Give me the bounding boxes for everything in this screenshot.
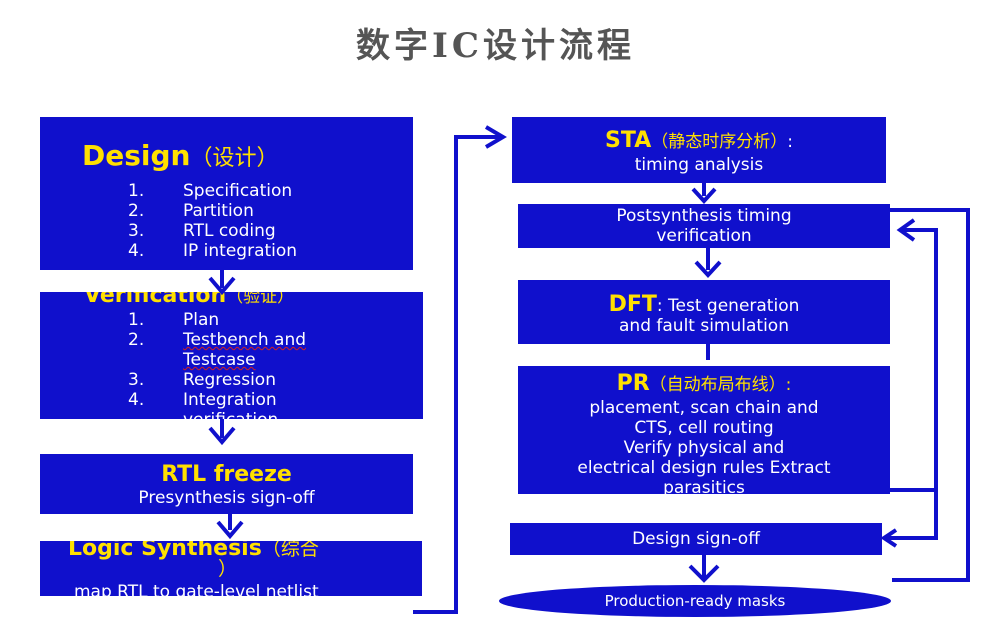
dft-text-1: : Test generation [656,296,800,316]
logic-synthesis-heading: Logic Synthesis [68,541,262,561]
arrow-rtl-to-synthesis-head [216,520,244,540]
loop-signoff [886,490,938,540]
arrow-post-to-dft-head [694,260,722,278]
page-title: 数字IC设计流程 [356,26,635,66]
rtl-freeze-text: Presynthesis sign-off [138,488,315,508]
list-item: Testcase [183,350,256,370]
design-heading-cn: （设计） [190,146,279,171]
loop-pr-to-post-head [896,218,916,242]
postsynthesis-line-1: Postsynthesis timing [616,206,792,226]
pr-heading-cn: （自动布局布线）: [649,375,792,395]
list-item: 4.Integration [128,390,277,410]
arrow-synthesis-to-sta-head [484,125,507,149]
production-masks-ellipse: Production-ready masks [499,585,891,617]
pr-line: Verify physical and [623,438,785,458]
arrow-verification-to-rtl-head [208,426,236,446]
list-item: 3.RTL coding [128,221,276,241]
list-item: 1.Specification [128,181,293,201]
arrow-signoff-to-masks-head [688,564,720,583]
loop-pr-to-post [890,228,938,492]
production-masks-text: Production-ready masks [604,592,786,610]
pr-box: PR（自动布局布线）: placement, scan chain and CT… [518,366,890,494]
sta-heading: STA [605,128,652,153]
verification-heading-cn: （验证） [226,292,295,307]
arrow-design-to-verification-head [208,276,236,296]
rtl-freeze-box: RTL freeze Presynthesis sign-off [40,454,413,514]
dft-box: DFT: Test generation and fault simulatio… [518,280,890,344]
logic-synthesis-close: ） [218,558,238,580]
rtl-freeze-heading: RTL freeze [161,462,292,487]
postsynthesis-box: Postsynthesis timing verification [518,204,890,248]
loop-signoff-head [880,528,898,548]
postsynthesis-line-2: verification [656,226,752,246]
dft-heading: DFT [608,292,657,317]
verification-box: Verification（验证） 1.Plan 2.Testbench and … [40,292,423,419]
verification-list: 1.Plan 2.Testbench and Testcase 3.Regres… [40,310,423,419]
list-item: 2.Partition [128,201,254,221]
list-item: 4.IP integration [128,241,298,261]
logic-synthesis-text: map RTL to gate-level netlist [74,582,319,596]
design-signoff-box: Design sign-off [510,523,882,555]
logic-synthesis-heading-cn: （综合 [261,541,319,560]
dft-text-2: and fault simulation [619,316,789,336]
arrow-sta-to-post-head [691,187,717,204]
list-item: 2.Testbench and [128,330,307,350]
design-list: 1.Specification 2.Partition 3.RTL coding… [40,181,413,261]
sta-box: STA（静态时序分析）: timing analysis [512,117,886,183]
pr-heading: PR [616,371,650,396]
pr-line: electrical design rules Extract [577,458,831,478]
pr-line: parasitics [663,478,745,494]
list-item: 3.Regression [128,370,276,390]
list-item: 1.Plan [128,310,220,330]
sta-colon: : [787,132,793,152]
list-item: verification [40,410,423,419]
verification-heading: Verification [84,292,227,308]
design-box: Design（设计） 1.Specification 2.Partition 3… [40,117,413,270]
arrow-synthesis-to-sta [413,135,500,614]
design-heading: Design [82,139,191,172]
loop-post-to-signoff [890,208,970,582]
logic-synthesis-box: Logic Synthesis（综合 ） map RTL to gate-lev… [40,541,422,596]
design-signoff-text: Design sign-off [632,529,760,549]
pr-line: CTS, cell routing [634,418,774,438]
sta-text: timing analysis [634,155,764,175]
sta-heading-cn: （静态时序分析） [651,132,788,152]
pr-line: placement, scan chain and [589,398,819,418]
